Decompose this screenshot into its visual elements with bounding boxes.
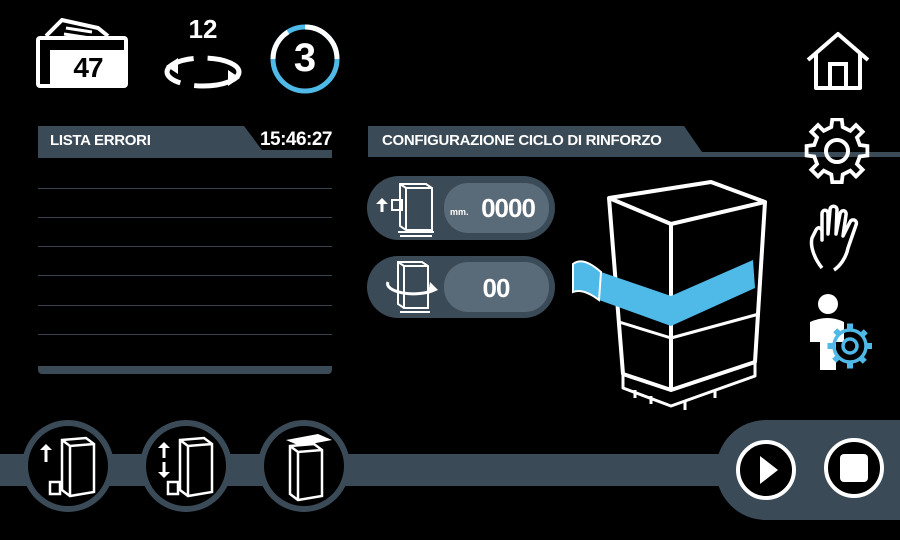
up-down-wrap-icon <box>158 436 214 498</box>
gear-icon[interactable] <box>804 118 870 184</box>
turns-input-field[interactable] <box>444 262 549 312</box>
height-input-field[interactable] <box>444 183 549 233</box>
play-icon <box>760 456 778 484</box>
cycles-count: 12 <box>188 14 218 44</box>
error-row-divider <box>38 305 332 306</box>
config-panel-title: CONFIGURAZIONE CICLO DI RINFORZO <box>382 132 662 149</box>
error-list-title: LISTA ERRORI <box>50 132 151 149</box>
stop-button[interactable] <box>824 438 884 498</box>
error-row-divider <box>38 275 332 276</box>
stop-icon <box>840 454 868 482</box>
error-row-divider <box>38 188 332 189</box>
home-icon[interactable] <box>802 28 874 92</box>
step-ring-icon <box>270 24 340 94</box>
error-row-divider <box>38 334 332 335</box>
turns-value: 00 <box>482 273 511 303</box>
pallet-rotation-icon <box>386 261 438 313</box>
height-unit-label: mm. <box>450 207 469 217</box>
error-row-divider <box>38 246 332 247</box>
mode-up-down-button[interactable] <box>140 420 232 512</box>
user-settings-icon[interactable] <box>806 292 872 370</box>
rotation-cycle-icon <box>164 55 242 89</box>
config-panel-header <box>368 126 900 157</box>
step-number: 3 <box>293 36 317 80</box>
mode-top-sheet-button[interactable] <box>258 420 350 512</box>
error-panel-header <box>38 126 332 158</box>
film-counter-icon <box>36 18 128 88</box>
mode-lift-button[interactable] <box>22 420 114 512</box>
pallet-reinforcement-illustration <box>572 180 767 410</box>
hand-icon[interactable] <box>806 204 868 272</box>
height-value: 0000 <box>481 193 536 223</box>
clock-time: 15:46:27 <box>259 129 333 150</box>
top-sheet-icon <box>286 434 332 502</box>
lift-wrap-icon <box>40 436 96 498</box>
error-panel-footer <box>38 366 332 374</box>
play-button[interactable] <box>736 440 796 500</box>
error-row-divider <box>38 217 332 218</box>
counter-value: 47 <box>73 52 103 83</box>
pallet-height-icon <box>376 183 434 237</box>
